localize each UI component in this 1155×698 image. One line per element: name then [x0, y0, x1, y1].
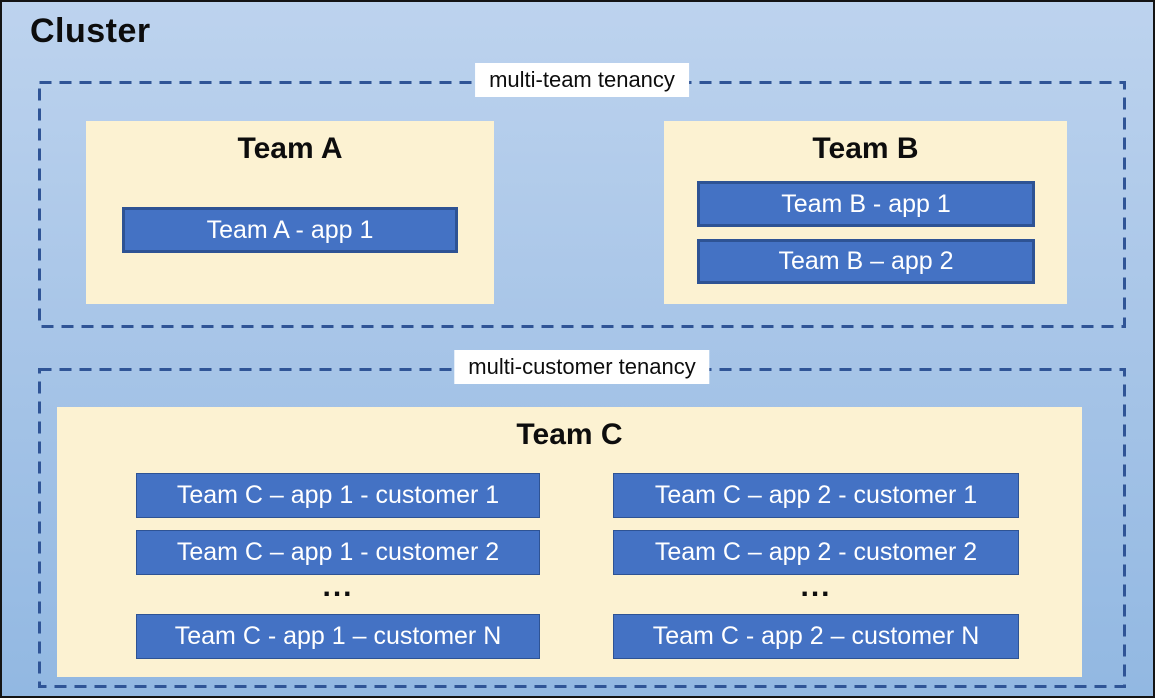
team-b-app-2-box: Team B – app 2 [697, 239, 1035, 284]
cluster-title: Cluster [30, 12, 151, 50]
team-b-app-1-box: Team B - app 1 [697, 181, 1035, 227]
team-a-app-1-box: Team A - app 1 [122, 207, 458, 253]
team-c-app2-ellipsis: ... [800, 570, 832, 603]
team-c-app2-customer2-box: Team C – app 2 - customer 2 [613, 530, 1019, 575]
team-a-box: Team A Team A - app 1 [86, 121, 494, 304]
team-c-box: Team C Team C – app 1 - customer 1 Team … [57, 407, 1082, 677]
team-c-title: Team C [516, 418, 623, 451]
team-c-app1-customer1-box: Team C – app 1 - customer 1 [136, 473, 540, 518]
multi-customer-tenancy-label: multi-customer tenancy [454, 350, 710, 384]
team-c-app2-customerN-box: Team C - app 2 – customer N [613, 614, 1019, 659]
multi-team-tenancy-box: multi-team tenancy Team A Team A - app 1… [38, 63, 1126, 328]
team-c-app2-column: Team C – app 2 - customer 1 Team C – app… [613, 407, 1019, 677]
multi-customer-tenancy-box: multi-customer tenancy Team C Team C – a… [38, 350, 1126, 688]
team-b-title: Team B [812, 132, 919, 165]
team-c-app2-customer1-box: Team C – app 2 - customer 1 [613, 473, 1019, 518]
team-b-box: Team B Team B - app 1 Team B – app 2 [664, 121, 1067, 304]
team-c-app1-ellipsis: ... [322, 570, 354, 603]
multi-team-tenancy-label: multi-team tenancy [475, 63, 689, 97]
team-c-app1-customer2-box: Team C – app 1 - customer 2 [136, 530, 540, 575]
team-c-app1-column: Team C – app 1 - customer 1 Team C – app… [136, 407, 540, 677]
team-a-title: Team A [237, 132, 343, 165]
team-c-app1-customerN-box: Team C - app 1 – customer N [136, 614, 540, 659]
